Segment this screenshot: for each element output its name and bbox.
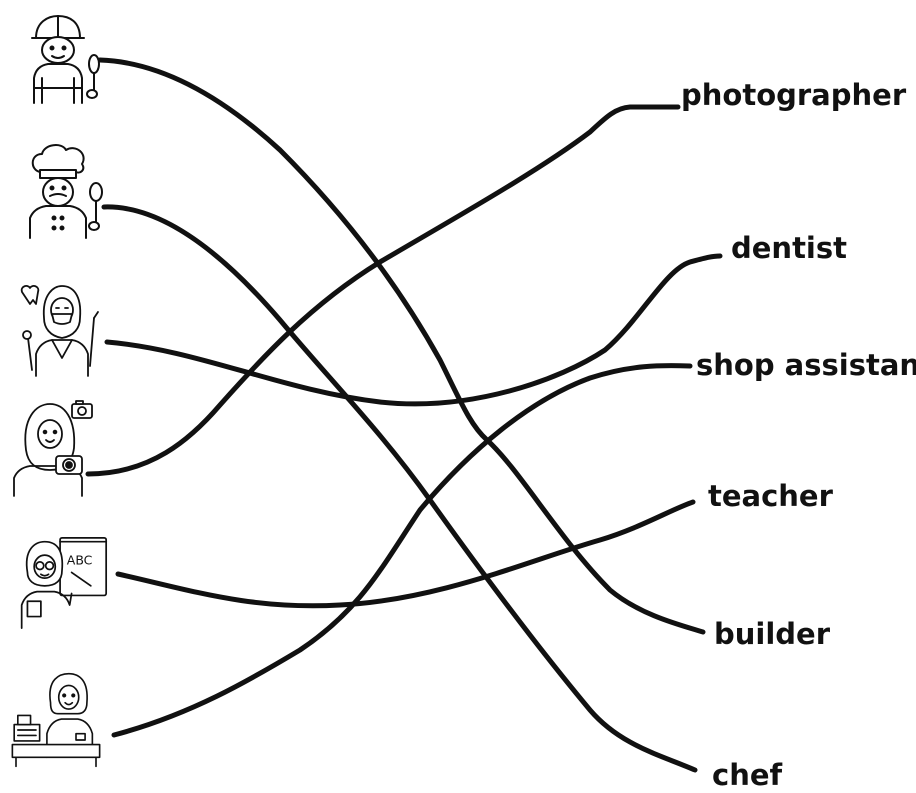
word-dentist: dentist	[731, 231, 847, 265]
line-shop-assistant	[111, 363, 693, 738]
dentist-icon	[14, 278, 110, 378]
line-chef	[101, 204, 698, 773]
line-teacher	[115, 499, 696, 609]
word-chef: chef	[712, 758, 783, 792]
shop-assistant-icon	[8, 670, 104, 770]
board-text: ABC	[67, 553, 93, 568]
teacher-icon: ABC	[14, 532, 110, 632]
photographer-icon	[6, 398, 102, 498]
word-teacher: teacher	[708, 479, 833, 513]
line-dentist	[104, 253, 723, 407]
word-photographer: photographer	[681, 78, 907, 112]
line-photographer	[85, 104, 681, 477]
word-builder: builder	[714, 617, 831, 651]
line-builder	[97, 57, 706, 635]
word-shop-assistant: shop assistant	[696, 348, 916, 382]
builder-icon	[14, 8, 110, 108]
chef-icon	[14, 140, 110, 240]
